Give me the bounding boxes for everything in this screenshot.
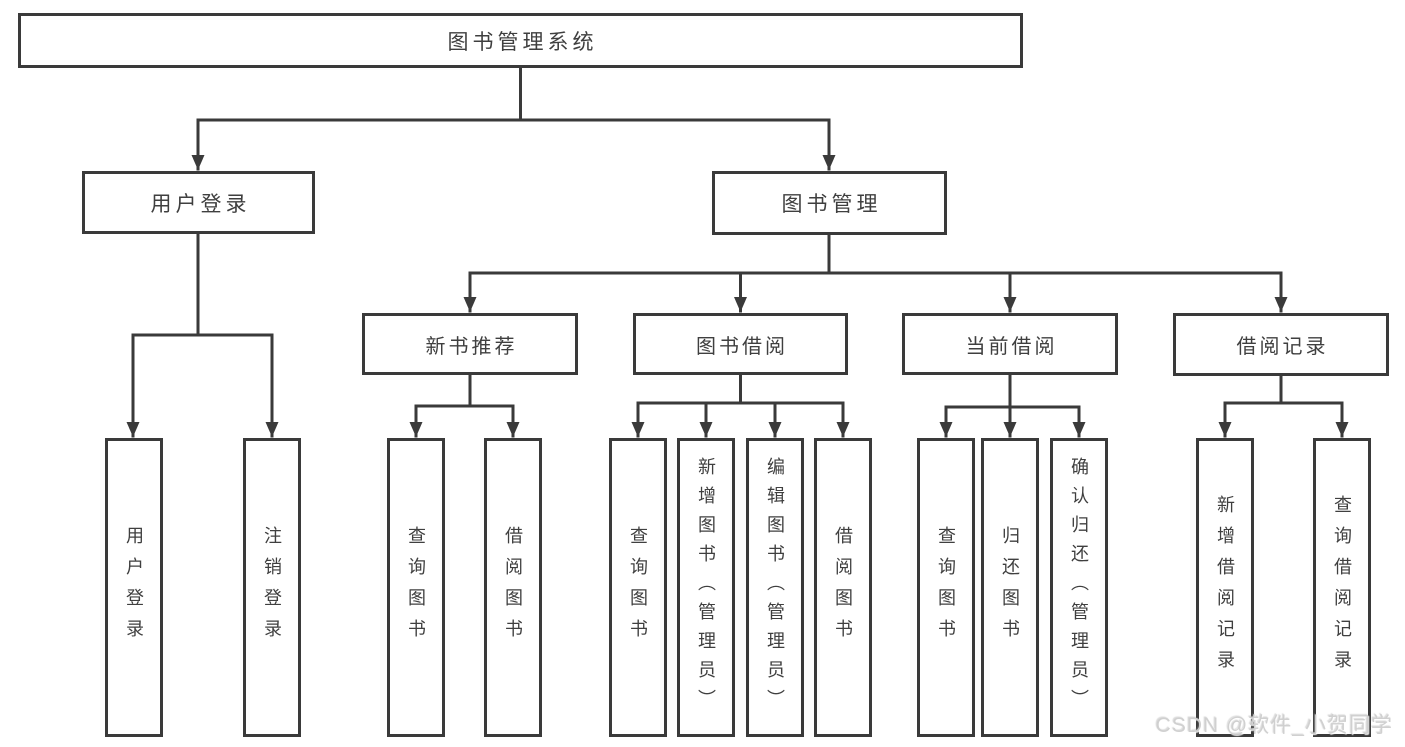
node-book-borrowing: 图书借阅	[633, 313, 848, 375]
node-leaf-cb-query-books: 查询图书	[917, 438, 975, 737]
node-leaf-cb-return-books: 归还图书	[981, 438, 1039, 737]
node-borrowing-records: 借阅记录	[1173, 313, 1389, 376]
node-leaf-bb-borrow-books: 借阅图书	[814, 438, 872, 737]
node-library-management-system: 图书管理系统	[18, 13, 1023, 68]
node-current-borrowing: 当前借阅	[902, 313, 1118, 375]
csdn-watermark: CSDN @软件_小贺同学	[1155, 714, 1393, 737]
node-leaf-user-login: 用户登录	[105, 438, 163, 737]
node-leaf-logout: 注销登录	[243, 438, 301, 737]
node-leaf-cb-confirm-return-admin: 确认归还（管理员）	[1050, 438, 1108, 737]
node-leaf-bb-add-books-admin: 新增图书（管理员）	[677, 438, 735, 737]
node-leaf-nb-borrow-books: 借阅图书	[484, 438, 542, 737]
node-new-book-recommendation: 新书推荐	[362, 313, 578, 375]
node-leaf-bb-query-books: 查询图书	[609, 438, 667, 737]
node-leaf-br-query-record: 查询借阅记录	[1313, 438, 1371, 737]
node-user-login-branch: 用户登录	[82, 171, 315, 234]
node-leaf-nb-query-books: 查询图书	[387, 438, 445, 737]
node-leaf-br-add-record: 新增借阅记录	[1196, 438, 1254, 737]
node-book-management-branch: 图书管理	[712, 171, 947, 235]
node-leaf-bb-edit-books-admin: 编辑图书（管理员）	[746, 438, 804, 737]
